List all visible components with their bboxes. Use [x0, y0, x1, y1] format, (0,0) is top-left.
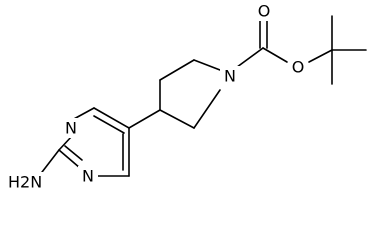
bond-c5-c4: [93, 107, 130, 129]
atom-label-o-ether: O: [292, 58, 305, 77]
bond-c4-c5-double: [93, 115, 125, 134]
bond-c2-n1-double-outer: [58, 149, 81, 169]
bond-pip-c2-n1: [193, 59, 221, 71]
bond-ether-o-tbutyl: [308, 49, 333, 63]
bond-pip-n1-c6: [193, 89, 221, 129]
bond-pip-c3-c2: [159, 59, 195, 81]
bond-c2-amine: [38, 149, 60, 177]
atom-n-piperidine: N: [220, 66, 240, 86]
atom-o-carbonyl: O: [254, 1, 274, 21]
bond-pyrimidine-piperidine: [128, 109, 161, 129]
atom-labels: N N H2N N O O: [6, 1, 308, 192]
atom-label-n-piperidine: N: [224, 67, 236, 86]
atom-n-ring-lower: N: [78, 166, 98, 186]
atom-o-ether: O: [288, 57, 308, 77]
atom-label-o-carbonyl: O: [258, 2, 271, 21]
atom-label-amine: H2N: [8, 173, 42, 192]
atom-label-n-lower: N: [82, 167, 94, 186]
atom-n-ring-upper: N: [61, 118, 81, 138]
bond-carbonyl-ether-o: [262, 47, 288, 63]
chemical-structure-diagram: N N H2N N O O: [6, 1, 367, 192]
bond-c2-n1-double-inner: [64, 145, 83, 161]
bond-pip-c6-c5: [159, 109, 195, 129]
bond-n3-c2: [58, 135, 73, 151]
atom-label-n-upper: N: [65, 119, 77, 138]
molecule-canvas: N N H2N N O O: [6, 1, 367, 192]
atom-amine: H2N: [6, 172, 46, 192]
bond-lines: [38, 15, 367, 177]
